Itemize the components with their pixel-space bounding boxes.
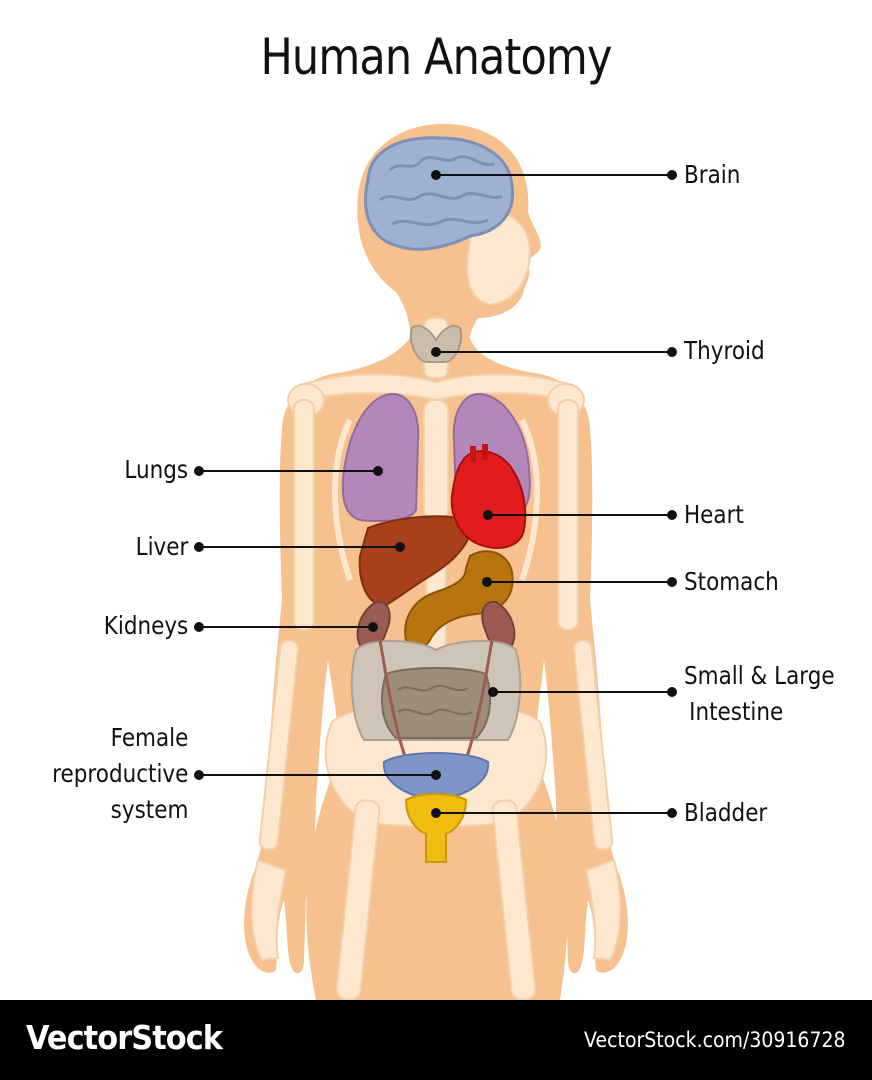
hand-right — [584, 858, 622, 962]
dot-lungs-end — [373, 466, 383, 476]
heart-organ — [450, 450, 527, 549]
label-liver: Liver — [135, 532, 188, 561]
intestine-folds — [397, 684, 473, 716]
bladder-organ — [404, 793, 468, 863]
diagram-canvas: Human Anatomy Brain Thyroid Lungs Heart … — [51, 28, 835, 1000]
dot-intestine-start — [488, 687, 498, 697]
liver-organ — [358, 515, 472, 608]
dot-bladder-end — [667, 808, 677, 818]
organs — [341, 136, 531, 863]
label-reproductive-line1: Female — [110, 723, 188, 752]
label-intestine-line2: Intestine — [689, 697, 784, 726]
dot-stomach-end — [667, 577, 677, 587]
label-intestine: Small & Large Intestine — [684, 658, 835, 730]
label-reproductive: Female reproductive system — [52, 720, 188, 828]
label-reproductive-line3: system — [110, 795, 188, 824]
humerus-left — [293, 399, 315, 631]
small-intestine — [380, 667, 492, 739]
hand-left — [250, 858, 288, 962]
dot-lungs-start — [194, 466, 204, 476]
dot-liver-start — [194, 542, 204, 552]
dot-thyroid-end — [667, 347, 677, 357]
dot-reproductive-start — [194, 770, 204, 780]
label-intestine-line1: Small & Large — [684, 661, 835, 690]
dot-bladder-start — [431, 808, 441, 818]
stomach-organ — [404, 550, 514, 650]
dot-thyroid-start — [431, 347, 441, 357]
dot-intestine-end — [667, 687, 677, 697]
femur-right — [491, 799, 537, 1000]
stock-id: VectorStock.com/30916728 — [584, 1028, 846, 1052]
dot-heart-end — [667, 510, 677, 520]
forearm-left — [258, 639, 300, 851]
sternum — [423, 399, 449, 521]
label-heart: Heart — [684, 500, 744, 529]
label-lungs: Lungs — [124, 455, 188, 484]
dot-kidneys-start — [194, 622, 204, 632]
dot-heart-start — [483, 510, 493, 520]
label-kidneys: Kidneys — [103, 611, 188, 640]
label-reproductive-line2: reproductive — [51, 759, 188, 788]
label-stomach: Stomach — [684, 567, 779, 596]
page-title: Human Anatomy — [260, 28, 612, 86]
dot-brain-end — [667, 170, 677, 180]
brand-logo: VectorStock — [26, 1018, 223, 1057]
anatomy-illustration — [194, 123, 677, 1000]
lung-left — [341, 392, 420, 522]
dot-reproductive-end — [431, 770, 441, 780]
heart-vessels — [470, 444, 488, 462]
label-bladder: Bladder — [684, 798, 768, 827]
dot-kidneys-end — [368, 622, 378, 632]
leader-lines — [194, 170, 677, 818]
femur-left — [335, 799, 381, 1000]
ribcage — [332, 418, 540, 581]
label-thyroid: Thyroid — [684, 336, 765, 365]
dot-liver-end — [395, 542, 405, 552]
footer-bar: VectorStock VectorStock.com/30916728 — [0, 1000, 872, 1080]
brain-folds — [379, 155, 503, 227]
label-brain: Brain — [684, 160, 741, 189]
dot-stomach-start — [482, 577, 492, 587]
dot-brain-start — [431, 170, 441, 180]
